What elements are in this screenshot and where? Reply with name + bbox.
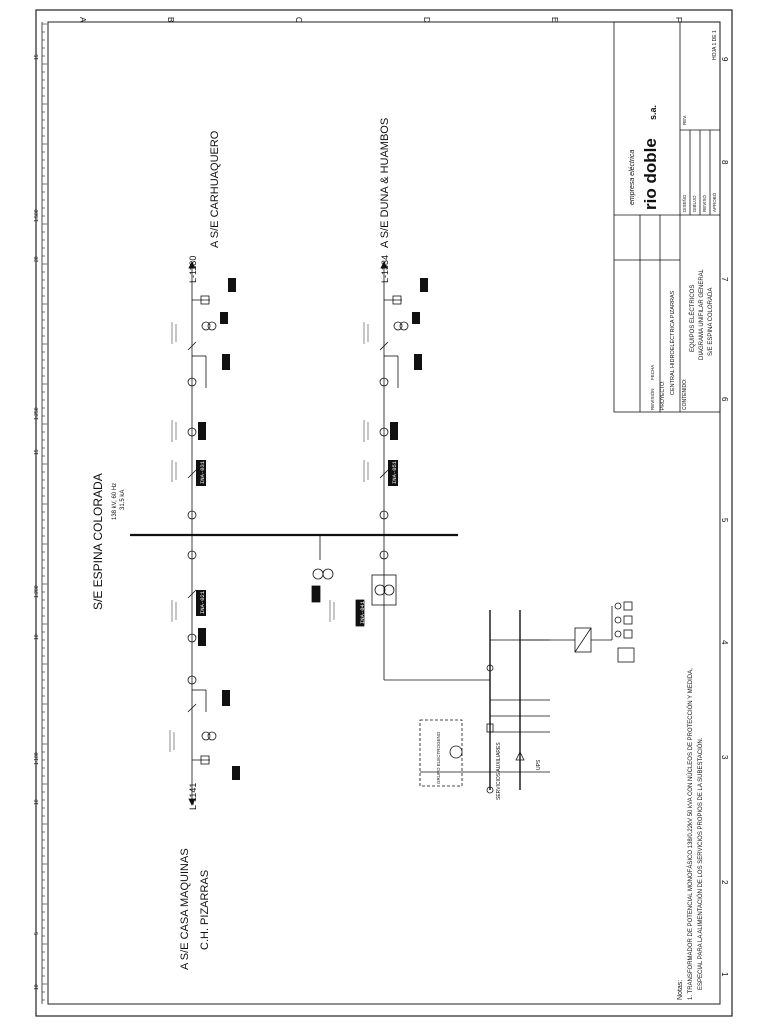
station-casa-maquinas: A S/E CASA MAQUINAS (179, 848, 191, 970)
ups-label: UPS (536, 759, 542, 770)
rev-label: REV. (682, 115, 687, 125)
row-marker: A (78, 17, 87, 23)
feeder-l1334 (379, 261, 409, 535)
ruler-label: 1:500 (34, 209, 40, 222)
ruler-label: 5 (34, 932, 40, 935)
company-top: empresa eléctrica (629, 150, 636, 205)
sheet-number: HOJA 1 DE 1 (712, 30, 718, 60)
outer-frame (35, 9, 733, 1017)
contenido-2: DIAGRAMA UNIFILAR GENERAL (699, 268, 705, 360)
ruler-label: 15 (34, 449, 40, 455)
bus-potential-transformer (311, 535, 334, 603)
busbar-title: S/E ESPINA COLORADA (91, 473, 105, 610)
notes: Notas: 1. TRANSFORMADOR DE POTENCIAL MON… (677, 668, 704, 1000)
ruler-label: 20 (34, 256, 40, 262)
line-l1141: L-1141 (188, 783, 198, 810)
ruler-label: 10 (34, 984, 40, 990)
col-marker: 4 (720, 640, 729, 645)
feeder-l1130-tags: INA-031 (196, 278, 236, 486)
revisado-label: REVISÓ (701, 194, 707, 212)
ruler-label: 1:250 (34, 407, 40, 420)
equipment-tag: INA-041 (359, 600, 366, 624)
equipment-tag: INA-021 (199, 590, 206, 614)
proyecto-value: CENTRAL HIDROELÉCTRICA PIZARRAS (669, 290, 676, 395)
line-l1334: L-1334 (380, 255, 390, 283)
ruler-label: 1:200 (34, 585, 40, 598)
feeder-l1334-tags: INA-051 (388, 278, 428, 486)
col-marker: 6 (720, 397, 729, 402)
generator-group (419, 719, 463, 787)
col-marker: 8 (720, 160, 729, 165)
disenado-label: DISEÑO (681, 194, 687, 212)
annotation-marks (169, 322, 369, 752)
revision-label: REVISIÓN (649, 388, 655, 410)
feeder-l1130 (187, 261, 217, 535)
station-carhuaquero: A S/E CARHUAQUERO (209, 130, 221, 248)
busbar-voltage: 138 kV, 60 Hz (112, 483, 118, 520)
row-marker: E (550, 17, 559, 22)
station-captions: A S/E CARHUAQUERO A S/E DUNA & HUAMBOS A… (91, 118, 391, 970)
row-markers-top: A B C D E F (78, 17, 683, 23)
col-marker: 2 (720, 880, 729, 885)
col-markers-right: 1 2 3 4 5 6 7 8 9 (720, 57, 729, 977)
station-duna-huambos: A S/E DUNA & HUAMBOS (379, 118, 391, 248)
feeder-l1141-tags: INA-021 (196, 590, 240, 780)
ruler-label: 10 (34, 799, 40, 805)
station-pizarras: C.H. PIZARRAS (199, 870, 211, 950)
ruler-label: 15 (34, 54, 40, 60)
feeder-l1141 (187, 535, 217, 806)
title-block (613, 21, 721, 413)
contenido-3: S/E ESPINA COLORADA (708, 288, 714, 356)
proyecto-label: PROYECTO: (660, 381, 666, 410)
contenido-1: EQUIPOS ELÉCTRICOS (689, 285, 696, 352)
col-marker: 5 (720, 518, 729, 523)
row-marker: B (166, 17, 175, 22)
dibujado-label: DIBUJO (692, 195, 697, 212)
tag-box (196, 460, 206, 486)
row-marker: D (422, 17, 431, 23)
equipment-tag: INA-031 (199, 460, 206, 484)
contenido-label: CONTENIDO: (682, 379, 688, 410)
notes-title: Notas: (677, 980, 684, 1000)
inner-frame (47, 21, 721, 1005)
col-marker: 1 (720, 972, 729, 977)
company-logo: rio doble (641, 138, 660, 210)
equipment-tag: INA-051 (391, 460, 398, 484)
col-marker: 7 (720, 277, 729, 282)
aprobado-label: APROBÓ (711, 192, 717, 212)
scale-ruler: 10 5 10 1:100 10 1:200 15 1:250 20 1:500… (34, 22, 47, 1004)
ruler-label: 10 (34, 634, 40, 640)
notes-line-1: 1. TRANSFORMADOR DE POTENCIAL MONOFÁSICO… (687, 668, 694, 1000)
row-marker: C (294, 17, 303, 23)
notes-line-2: ESPECIAL PARA LA ALIMENTACIÓN DE LOS SER… (697, 737, 704, 990)
company-suffix: s.a. (648, 105, 658, 120)
busbar-current: 31.5 kA (120, 490, 126, 510)
col-marker: 9 (720, 57, 729, 62)
fecha-label: FECHA (650, 365, 655, 380)
aux-services-label: SERVICIOS AUXILIARES (496, 742, 502, 800)
aux-services-bus (420, 601, 635, 794)
title-block-text: empresa eléctrica rio doble s.a. PROYECT… (629, 30, 718, 410)
line-l1130: L-1130 (188, 256, 198, 283)
generator-label: GRUPO ELECTROGENO (436, 731, 441, 784)
aux-feeder (355, 535, 490, 681)
row-marker: F (674, 17, 683, 22)
col-marker: 3 (720, 755, 729, 760)
ruler-label: 1:100 (34, 752, 40, 765)
